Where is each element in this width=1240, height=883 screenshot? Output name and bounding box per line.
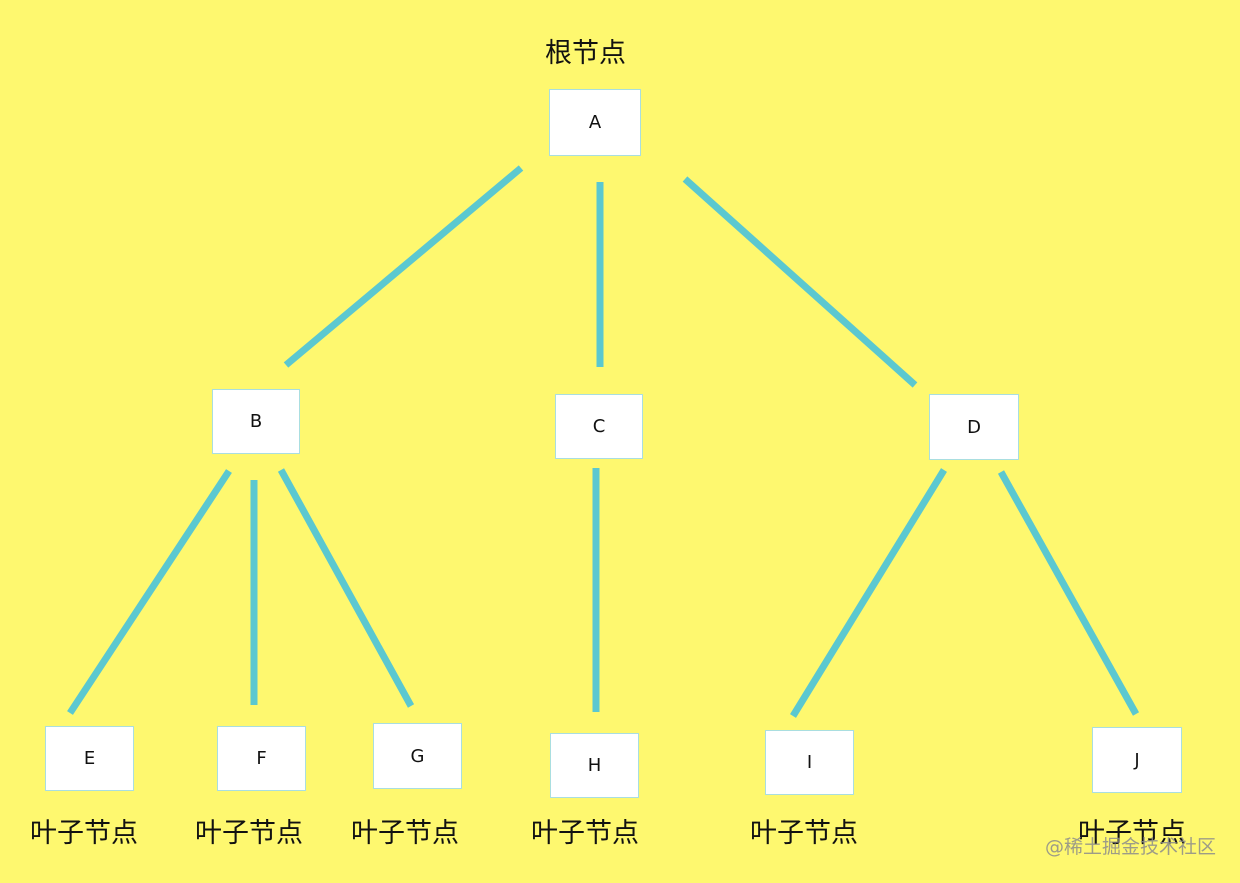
node-h: H — [550, 733, 639, 798]
node-j: J — [1092, 727, 1182, 793]
leaf-caption-g: 叶子节点 — [351, 818, 459, 849]
leaf-caption-i: 叶子节点 — [750, 818, 858, 849]
edge-b-e — [67, 469, 232, 715]
node-c: C — [555, 394, 643, 459]
node-i: I — [765, 730, 854, 795]
leaf-caption-h: 叶子节点 — [531, 818, 639, 849]
root-node-caption: 根节点 — [545, 38, 626, 69]
watermark: @稀土掘金技术社区 — [1044, 836, 1216, 858]
node-e: E — [45, 726, 134, 791]
edge-d-j — [997, 470, 1140, 716]
edge-a-b — [283, 165, 524, 368]
leaf-caption-e: 叶子节点 — [30, 818, 138, 849]
node-d: D — [929, 394, 1019, 460]
leaf-caption-f: 叶子节点 — [195, 818, 303, 849]
node-g: G — [373, 723, 462, 789]
edge-d-i — [790, 468, 947, 718]
leaf-caption-j: 叶子节点 — [1078, 818, 1186, 849]
edge-a-d — [682, 176, 918, 388]
edge-b-g — [277, 468, 415, 708]
node-a: A — [549, 89, 641, 156]
node-f: F — [217, 726, 306, 791]
node-b: B — [212, 389, 300, 454]
